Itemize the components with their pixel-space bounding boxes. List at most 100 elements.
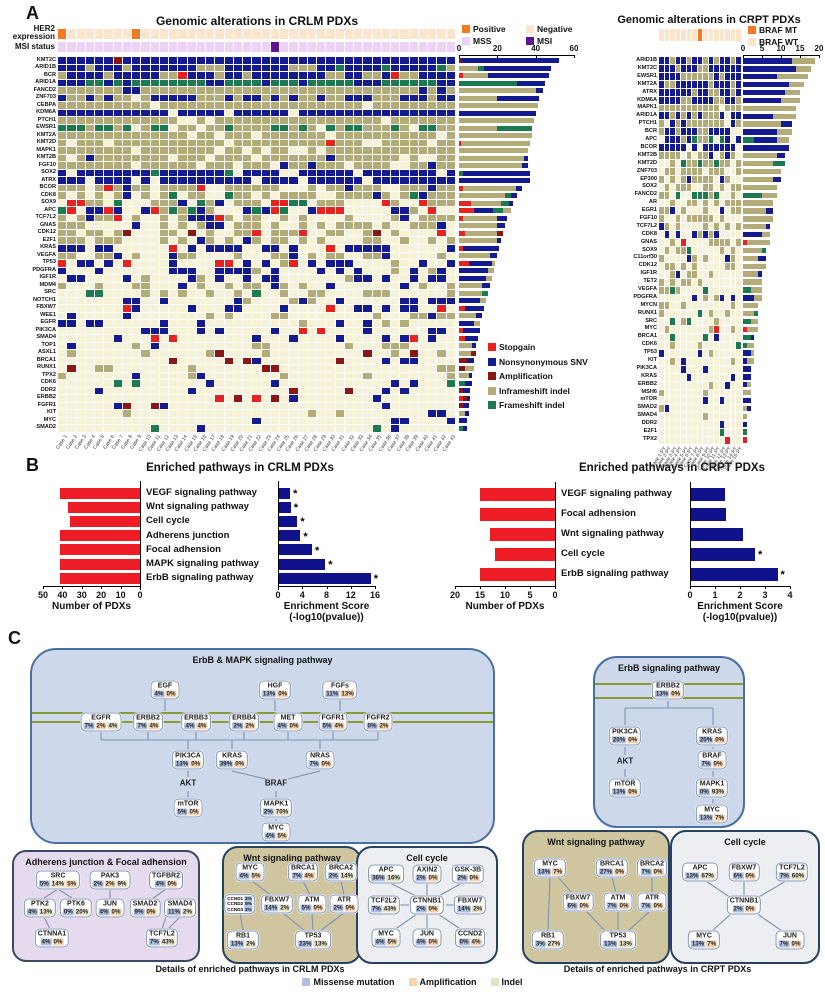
- onc-cell: [206, 365, 215, 372]
- onc-cell: [659, 207, 664, 215]
- blue-axis-tick: [350, 586, 352, 589]
- onc-cell: [132, 162, 141, 169]
- onc-cell: [697, 96, 703, 104]
- gene-label: ARID1A: [35, 79, 56, 86]
- onc-cell: [206, 297, 215, 305]
- alteration-value-m: 7%: [370, 905, 382, 913]
- onc-cell: [714, 389, 719, 397]
- onc-cell: [703, 64, 708, 72]
- gene-alteration-bar: [743, 81, 804, 88]
- onc-cell: [670, 144, 675, 152]
- onc-cell: [252, 267, 261, 275]
- onc-cell: [681, 80, 686, 88]
- onc-cell: [354, 290, 363, 297]
- onc-cell: [159, 327, 169, 335]
- bar-segment: [743, 168, 781, 175]
- onc-cell: [363, 124, 372, 132]
- onc-cell: [326, 410, 335, 417]
- alteration-value-m: 6%: [732, 872, 744, 880]
- onc-cell: [298, 147, 307, 154]
- onc-cell: [169, 417, 178, 425]
- onc-cell: [344, 192, 354, 199]
- onc-cell: [372, 335, 381, 342]
- onc-cell: [736, 310, 741, 318]
- onc-cell: [354, 320, 363, 327]
- gene-label: CDK6: [40, 379, 56, 386]
- onc-cell: [317, 417, 326, 425]
- onc-cell: [122, 305, 132, 312]
- onc-cell: [122, 184, 132, 192]
- onc-cell: [187, 154, 196, 162]
- onc-cell: [85, 290, 95, 297]
- gene-label: PTCH1: [638, 120, 657, 127]
- onc-cell: [708, 57, 714, 64]
- onc-cell: [270, 357, 280, 365]
- onc-cell: [664, 437, 670, 444]
- onc-cell: [659, 270, 664, 278]
- onc-cell: [730, 262, 736, 270]
- onc-cell: [681, 199, 686, 207]
- alteration-value-a: 0%: [288, 722, 300, 730]
- onc-cell: [215, 229, 224, 237]
- onc-cell: [703, 88, 708, 96]
- red-axis-tick: [530, 586, 531, 589]
- onc-cell: [428, 387, 437, 395]
- onc-cell: [344, 117, 354, 124]
- onc-cell: [725, 120, 730, 128]
- onc-cell: [725, 286, 730, 294]
- onc-cell: [132, 410, 141, 417]
- onc-cell: [132, 402, 141, 410]
- onc-cell: [270, 417, 280, 425]
- onc-cell: [344, 275, 354, 282]
- bar-segment: [476, 313, 482, 319]
- pdx-count-bar: [495, 547, 555, 561]
- onc-cell: [659, 96, 664, 104]
- onc-cell: [95, 237, 104, 244]
- onc-cell: [76, 79, 85, 87]
- onc-cell: [670, 239, 675, 247]
- onc-cell: [725, 357, 730, 365]
- onc-cell: [122, 229, 132, 237]
- bar-axis-tick-label: 10: [776, 44, 786, 53]
- onc-cell: [243, 147, 252, 154]
- alteration-value-m: 7%: [308, 760, 320, 768]
- onc-cell: [252, 139, 261, 147]
- onc-cell: [719, 64, 725, 72]
- onc-cell: [446, 132, 455, 139]
- onc-cell: [298, 102, 307, 109]
- onc-cell: [298, 109, 307, 117]
- onc-cell: [418, 87, 428, 94]
- onc-cell: [187, 72, 196, 79]
- pdx-count-bar: [60, 558, 140, 570]
- onc-cell: [719, 120, 725, 128]
- onc-cell: [141, 207, 150, 214]
- onc-cell: [681, 136, 686, 144]
- onc-cell: [104, 124, 113, 132]
- alteration-value-a: 0%: [652, 902, 664, 910]
- onc-cell: [736, 405, 741, 413]
- onc-cell: [261, 132, 270, 139]
- onc-cell: [270, 297, 280, 305]
- bar-segment: [773, 113, 797, 119]
- onc-cell: [224, 410, 233, 417]
- onc-cell: [372, 177, 381, 184]
- onc-cell: [719, 159, 725, 167]
- onc-cell: [104, 229, 113, 237]
- onc-cell: [372, 290, 381, 297]
- ccnd-value: 2%: [244, 896, 253, 902]
- gene-alteration-bar: [459, 193, 517, 199]
- gene-alteration-bar: [459, 215, 507, 221]
- blue-axis-tick-label: 0: [687, 590, 693, 600]
- onc-cell: [670, 437, 675, 444]
- onc-cell: [233, 380, 243, 387]
- gene-label: ATRX: [41, 176, 56, 183]
- onc-cell: [428, 109, 437, 117]
- onc-cell: [372, 199, 381, 207]
- onc-cell: [67, 102, 76, 109]
- onc-cell: [85, 365, 95, 372]
- onc-cell: [686, 278, 692, 286]
- onc-cell: [298, 117, 307, 124]
- onc-cell: [686, 357, 692, 365]
- onc-cell: [187, 425, 196, 432]
- pdx-count-bar: [490, 527, 555, 541]
